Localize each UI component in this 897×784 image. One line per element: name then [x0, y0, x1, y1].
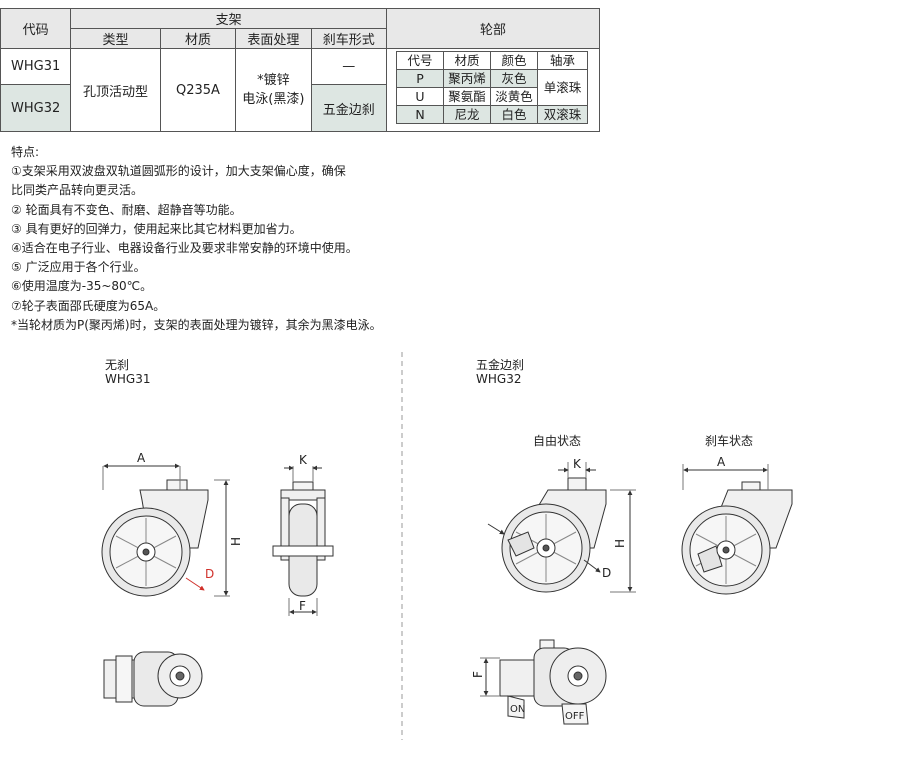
right-code-text: WHG32: [476, 372, 522, 386]
free-state-label: 自由状态: [533, 434, 582, 448]
off-label: OFF: [565, 711, 585, 722]
bracket-header: 支架: [70, 8, 387, 29]
right-drawing-title: 五金边刹 WHG32: [476, 358, 524, 386]
wheel-col-header: 颜色: [490, 51, 538, 70]
whg32-brake-view: [681, 464, 793, 595]
dim-k-label: K: [299, 453, 308, 467]
wheel-table: 代号 材质 颜色 轴承 P 聚丙烯 灰色 单滚珠 U 聚氨酯 淡黄色 N 尼龙 …: [396, 51, 588, 124]
right-title-text: 五金边刹: [476, 358, 525, 372]
whg32-top-view: [480, 639, 607, 725]
whg31-top-view: [103, 651, 203, 707]
dim-h-label: H: [613, 539, 627, 548]
whg32-free-view: [487, 462, 636, 593]
dim-d-label: D: [602, 566, 611, 580]
row-code: WHG32: [0, 84, 72, 132]
surface-header: 表面处理: [235, 28, 312, 49]
surface-value-line2: 电泳(黑漆): [242, 92, 305, 107]
feature-line: ⑥使用温度为-35~80℃。: [11, 279, 153, 294]
brake-state-label: 刹车状态: [705, 434, 754, 448]
brake-header: 刹车形式: [310, 28, 387, 49]
wheel-col-header: 材质: [443, 51, 491, 70]
feature-line: ⑦轮子表面邵氏硬度为65A。: [11, 298, 166, 313]
left-drawing-title: 无刹 WHG31: [105, 358, 150, 386]
feature-line: 比同类产品转向更灵活。: [11, 183, 144, 198]
bearing-single: 单滚珠: [537, 69, 588, 106]
feature-line: ⑤ 广泛应用于各个行业。: [11, 260, 146, 275]
dim-f-label: F: [471, 671, 485, 678]
feature-line: *当轮材质为P(聚丙烯)时，支架的表面处理为镀锌，其余为黑漆电泳。: [11, 317, 382, 332]
type-value: 孔顶活动型: [70, 48, 161, 132]
surface-value-line1: *镀锌: [257, 73, 290, 88]
dim-d-label: D: [205, 567, 214, 581]
whg31-front-view: [272, 465, 334, 616]
row-brake: 五金边刹: [310, 84, 387, 132]
material-header: 材质: [159, 28, 237, 49]
features-title: 特点:: [11, 145, 40, 159]
dim-f-label: F: [299, 599, 306, 613]
wheel-material: 聚丙烯: [443, 69, 491, 88]
bearing-double: 双滚珠: [537, 105, 588, 124]
wheel-material: 尼龙: [443, 105, 491, 124]
dim-a-label: A: [137, 451, 146, 465]
type-header: 类型: [70, 28, 161, 49]
left-code-text: WHG31: [105, 372, 151, 386]
material-value: Q235A: [159, 48, 237, 132]
dim-k-label: K: [573, 457, 582, 471]
on-label: ON: [510, 704, 525, 715]
dim-h-label: H: [229, 537, 243, 546]
feature-line: ①支架采用双波盘双轨道圆弧形的设计，加大支架偏心度，确保: [11, 164, 346, 179]
dim-a-label: A: [717, 455, 726, 469]
feature-line: ② 轮面具有不变色、耐磨、超静音等功能。: [11, 202, 242, 217]
feature-line: ④适合在电子行业、电器设备行业及要求非常安静的环境中使用。: [11, 241, 358, 256]
code-header: 代码: [0, 8, 72, 49]
wheel-header: 轮部: [385, 8, 601, 49]
row-brake: —: [310, 48, 387, 85]
wheel-material: 聚氨酯: [443, 87, 491, 106]
features-section: 特点: ①支架采用双波盘双轨道圆弧形的设计，加大支架偏心度，确保 比同类产品转向…: [11, 143, 382, 335]
feature-line: ③ 具有更好的回弹力，使用起来比其它材料更加省力。: [11, 221, 302, 236]
left-title-text: 无刹: [105, 358, 130, 372]
whg31-side-view: [101, 463, 230, 597]
